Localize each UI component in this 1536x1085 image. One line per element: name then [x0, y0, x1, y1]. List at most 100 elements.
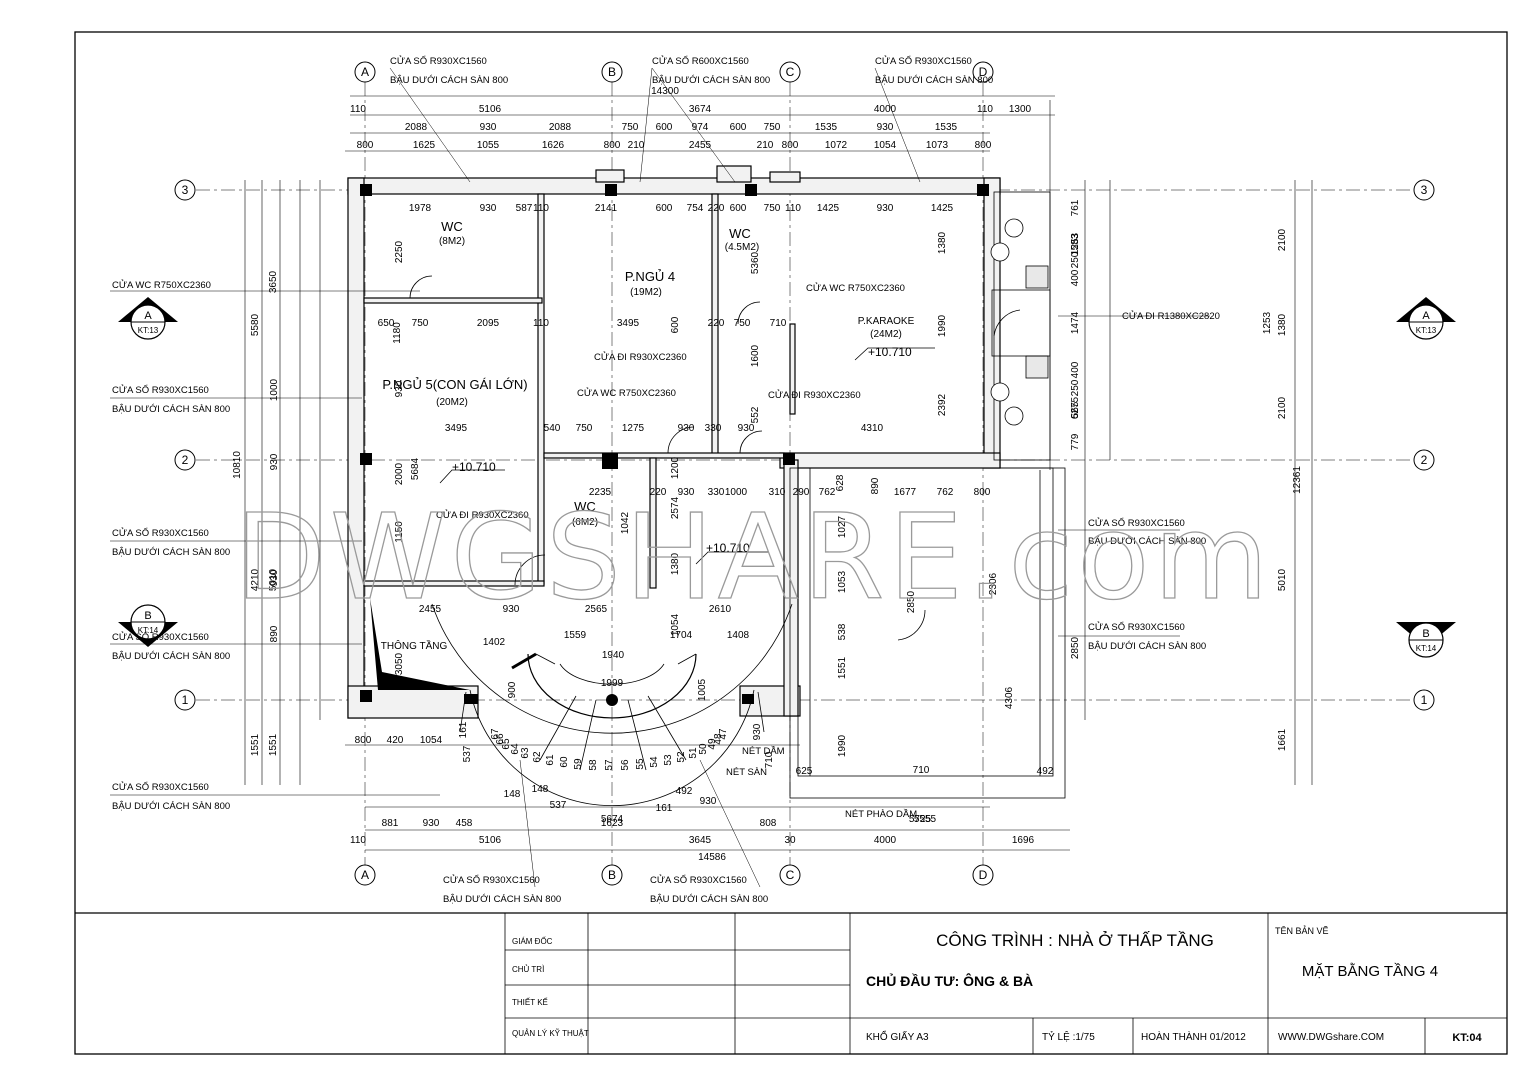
dimension-text: 930: [700, 796, 717, 807]
grid-label-3-left: 3: [182, 183, 189, 197]
dimension-text: 710: [764, 751, 775, 768]
completion-date: HOÀN THÀNH 01/2012: [1141, 1030, 1246, 1043]
level-marks: +10.710 +10.710 +10.710: [439, 345, 935, 565]
dimension-text: 1072: [825, 140, 848, 151]
dimension-text: 552: [750, 406, 761, 423]
note-beam-line: NÉT DẦM: [742, 746, 785, 757]
dimension-text: 1425: [817, 203, 840, 214]
section-marker-b-left: B KT:14: [118, 604, 178, 647]
note-sill-left-2: BẬU DƯỚI CÁCH SÀN 800: [112, 547, 230, 558]
note-sill-left-1: BẬU DƯỚI CÁCH SÀN 800: [112, 404, 230, 415]
dimension-text: 210: [757, 140, 774, 151]
note-win-top-a: CỬA SỔ R930XC1560: [390, 55, 487, 67]
dimension-text: 51: [688, 747, 699, 759]
dimension-text: 587: [516, 203, 533, 214]
paper-size: KHỔ GIẤY A3: [866, 1030, 929, 1043]
dimension-text: 930: [269, 569, 280, 586]
dimension-text: 1380: [937, 231, 948, 254]
dimension-text: 650: [378, 318, 395, 329]
dimension-text: 59: [573, 758, 584, 770]
section-b-letter-right: B: [1422, 628, 1429, 640]
dimension-text: 48: [713, 733, 724, 745]
dimension-text: 750: [412, 318, 429, 329]
dimension-text: 930: [752, 723, 763, 740]
curved-stair: [431, 603, 793, 807]
section-a-letter: A: [144, 310, 152, 322]
annotations: CỬA SỔ R930XC1560 BẬU DƯỚI CÁCH SÀN 800 …: [112, 55, 1220, 905]
dimension-text: 1000: [725, 487, 748, 498]
dimension-text: 779: [1070, 433, 1081, 450]
dimension-text: 458: [456, 818, 473, 829]
dimension-text: 5555: [914, 814, 937, 825]
dimension-text: 890: [269, 625, 280, 642]
stair-arrow: [511, 652, 537, 670]
dimension-text: 220: [650, 487, 667, 498]
dimension-text: 1559: [564, 630, 587, 641]
dimension-text: 67: [490, 728, 501, 740]
dimension-text: 800: [975, 140, 992, 151]
columns: [360, 184, 989, 706]
dimension-text: 110: [533, 203, 549, 214]
dimension-text: 5580: [250, 313, 261, 336]
dimension-text: 49: [707, 738, 718, 750]
balcony: [789, 191, 1066, 799]
role-lead: CHỦ TRÌ: [512, 965, 544, 974]
dim-total-bottom: 14586: [698, 852, 726, 863]
dimension-text: 63: [520, 747, 531, 759]
dimension-text: 800: [974, 487, 991, 498]
dimension-text: 1005: [697, 678, 708, 701]
dimension-text: 537: [462, 745, 473, 762]
dimension-text: 5010: [1277, 568, 1288, 591]
note-sill-left-3: BẬU DƯỚI CÁCH SÀN 800: [112, 651, 230, 662]
overall-dimensions: 14300 14586 10810 12361: [232, 86, 1303, 863]
dimension-text: 210: [628, 140, 645, 151]
note-cornice-line: NÉT PHÀO DẦM: [845, 809, 917, 820]
grid-label-3-right: 3: [1421, 183, 1428, 197]
website: WWW.DWGshare.COM: [1278, 1032, 1384, 1043]
dimension-text: 600: [656, 122, 673, 133]
room-wc2-name: WC: [729, 226, 751, 241]
sheet-frame: [74, 31, 1508, 1055]
dimension-text: 583: [1070, 233, 1081, 250]
dimension-text: 1054: [420, 735, 443, 746]
dimension-text: 1150: [394, 521, 405, 543]
room-karaoke-area: (24M2): [870, 329, 902, 340]
dimension-text: 1180: [392, 322, 403, 344]
dimension-text: 110: [785, 203, 801, 214]
dimension-text: 808: [760, 818, 777, 829]
dimension-text: 762: [819, 487, 836, 498]
drawing-name-label: TÊN BẢN VẼ: [1275, 925, 1329, 936]
dimension-text: 3495: [445, 423, 468, 434]
dimension-text: 55: [635, 758, 646, 770]
dimension-text: 1677: [894, 487, 917, 498]
dimension-text: 492: [676, 786, 693, 797]
dimension-text: 3050: [394, 652, 405, 675]
dimension-text: 290: [793, 487, 810, 498]
dimension-text: 750: [576, 423, 593, 434]
dimension-text: 1380: [670, 552, 681, 575]
dimension-text: 930: [480, 203, 497, 214]
note-sill-left-4: BẬU DƯỚI CÁCH SÀN 800: [112, 801, 230, 812]
dimension-text: 6275: [1070, 396, 1081, 419]
dimension-text: 330: [708, 487, 725, 498]
dimension-text: 800: [604, 140, 621, 151]
note-sill-bottom-c: BẬU DƯỚI CÁCH SÀN 800: [650, 894, 768, 905]
dimension-text: 220: [708, 318, 725, 329]
dimension-text: 5674: [601, 814, 624, 825]
balcony-planters: [990, 218, 1024, 426]
level-hall: +10.710: [706, 541, 750, 555]
dimension-text: 2392: [937, 393, 948, 416]
note-win-top-d: CỬA SỔ R930XC1560: [875, 55, 972, 67]
dimension-text: 420: [387, 735, 404, 746]
dimension-text: 1474: [1070, 311, 1081, 334]
room-stair-name: THÔNG TẦNG: [381, 639, 448, 652]
note-sill-right-1: BẬU DƯỚI CÁCH SÀN 800: [1088, 536, 1206, 547]
dimension-text: 974: [692, 122, 709, 133]
dimension-text: 565: [1070, 401, 1081, 418]
dimension-text: 400: [1070, 269, 1081, 286]
note-door-1380: CỬA ĐI R1380XC2820: [1122, 310, 1220, 322]
dimension-text: 1000: [269, 378, 280, 401]
dimension-text: 57: [604, 759, 615, 771]
